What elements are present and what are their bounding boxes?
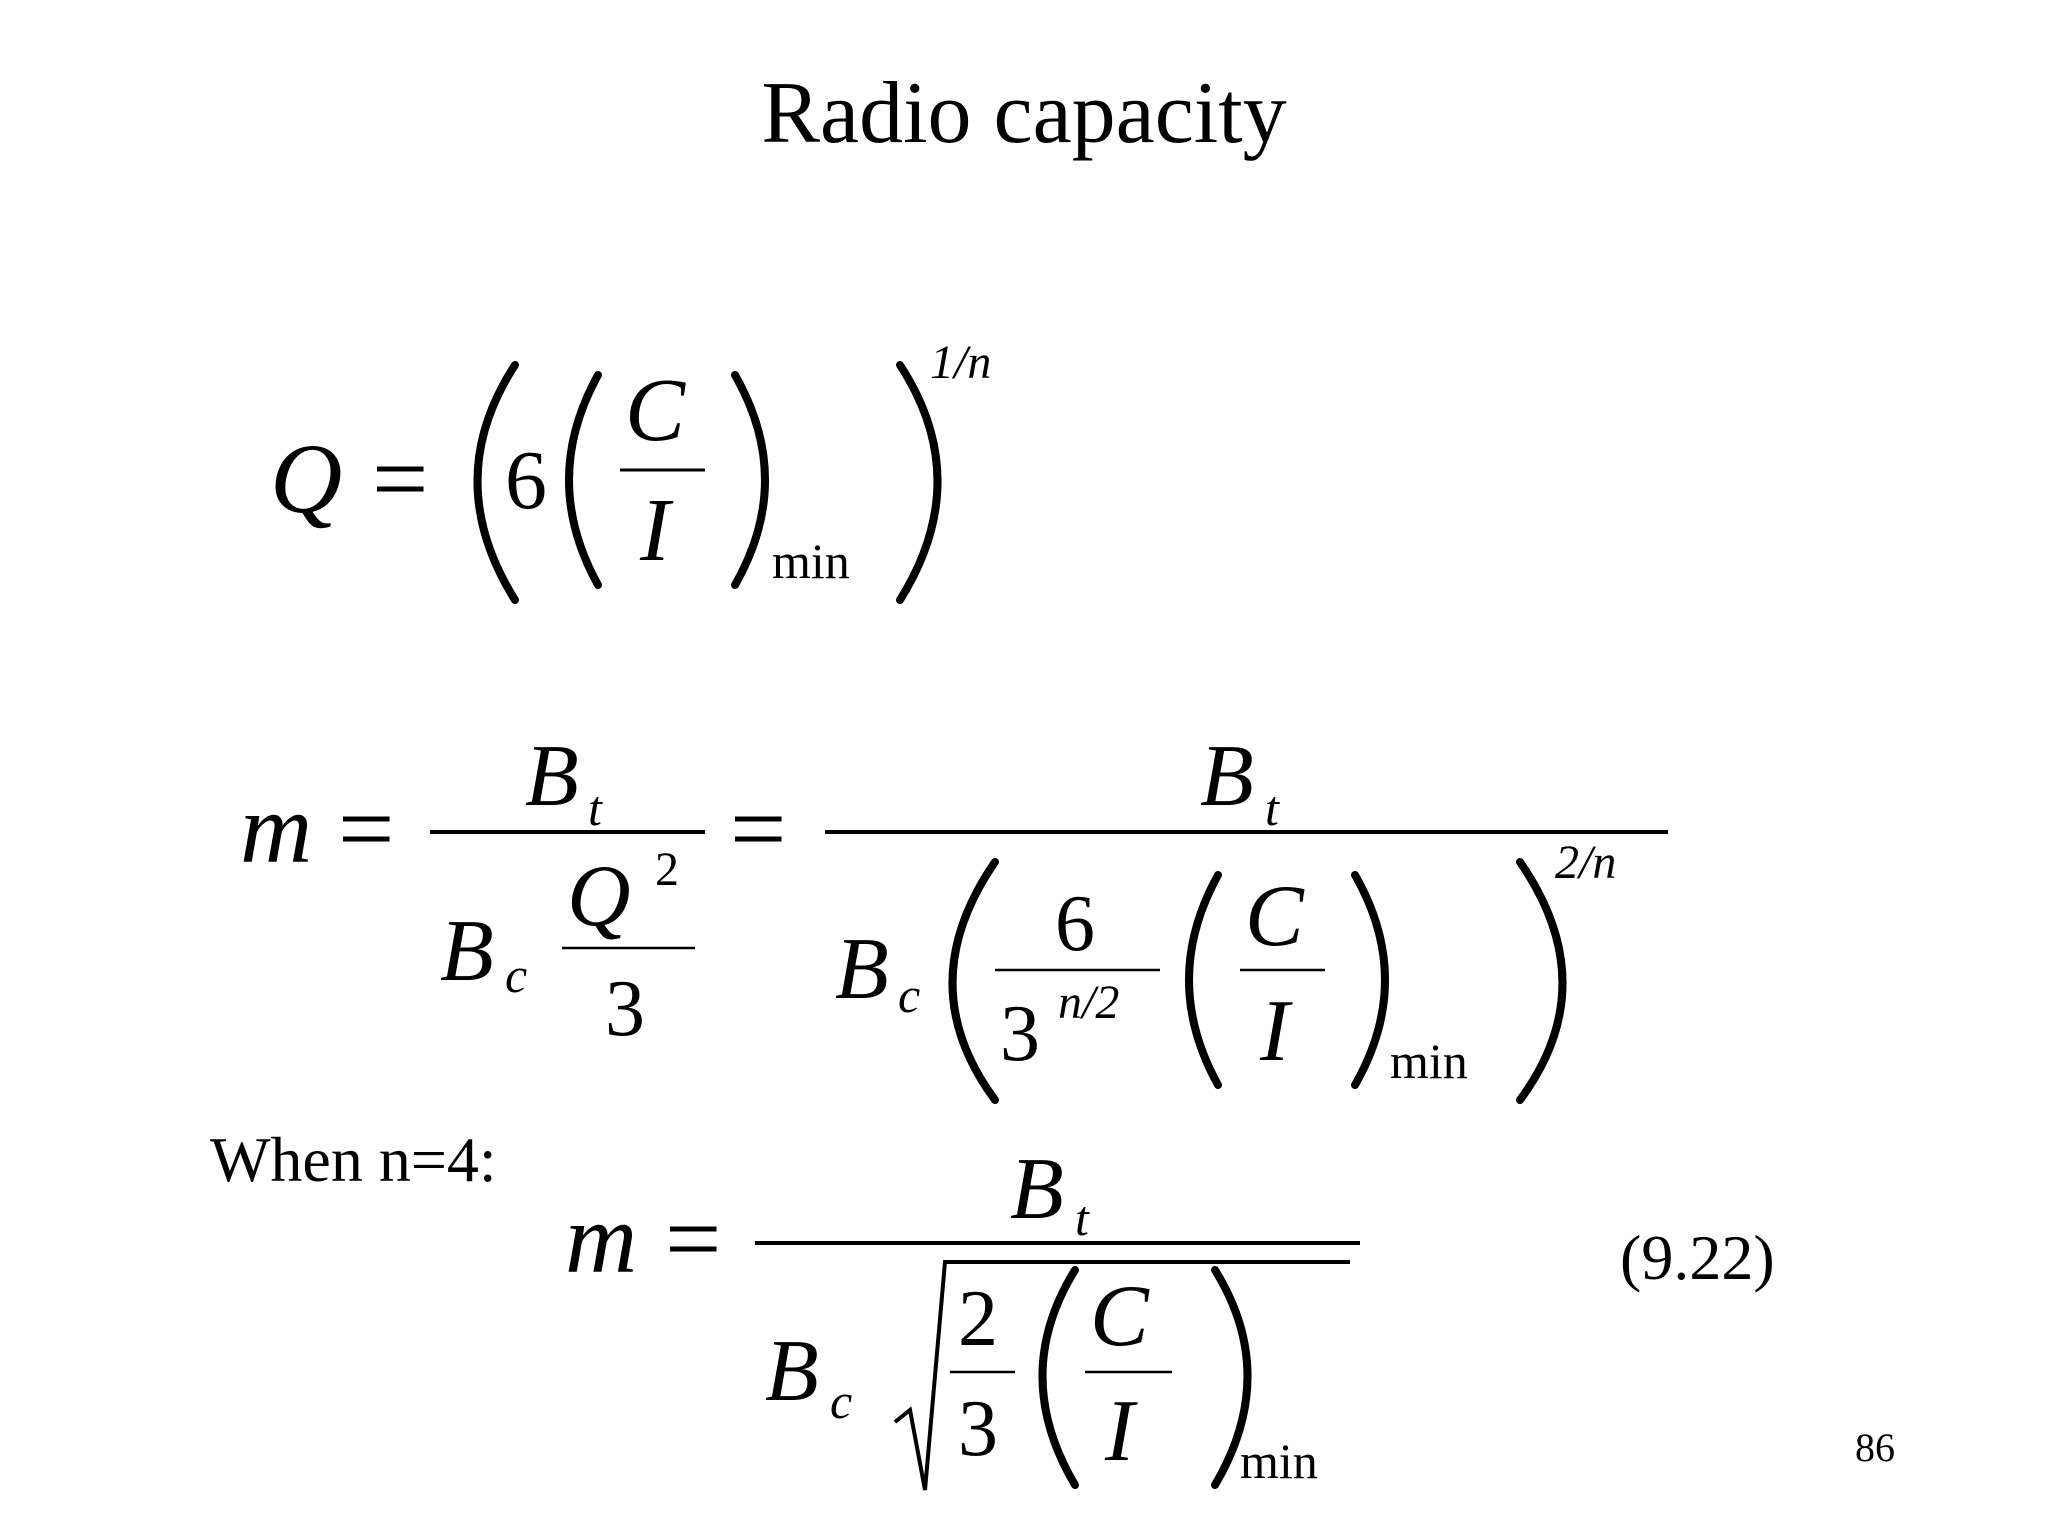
when-label: When n=4: <box>210 1124 497 1195</box>
eq2-equals-1: = <box>338 773 394 884</box>
eq3-I: I <box>1104 1383 1138 1480</box>
eq2-Q-exp: 2 <box>655 843 679 896</box>
eq3-two: 2 <box>958 1275 998 1363</box>
eq2-Bc2-c: c <box>898 967 920 1023</box>
eq3-lhs: m <box>565 1183 637 1294</box>
eq1-inner-left-paren <box>565 371 602 589</box>
eq1-lhs: Q <box>270 423 342 534</box>
eq3-Bt-t: t <box>1075 1190 1090 1246</box>
eq2-outer-left-paren <box>948 858 999 1104</box>
eq1-C: C <box>625 361 686 460</box>
eq1-outer-left-paren <box>473 361 519 604</box>
eq1-outer-right-paren <box>896 361 942 604</box>
slide-title: Radio capacity <box>761 65 1287 162</box>
eq2-three: 3 <box>605 965 645 1053</box>
eq2-lhs: m <box>240 773 312 884</box>
eq2-Q: Q <box>567 848 631 945</box>
eq1-parentheses <box>473 361 942 604</box>
eq1-min: min <box>772 533 850 589</box>
eq2-three-exp: n/2 <box>1058 976 1119 1029</box>
eq2-Bt-B: B <box>525 728 579 825</box>
eq1-equals: = <box>372 423 428 534</box>
eq2-inner-left-paren <box>1185 871 1222 1089</box>
eq3-Bt-B: B <box>1010 1141 1064 1238</box>
eq2-Bt2-t: t <box>1265 780 1280 836</box>
eq2-six: 6 <box>1055 880 1095 968</box>
eq2-Bc-c: c <box>505 947 527 1003</box>
eq3-sqrt <box>893 1260 1350 1491</box>
eq1-exponent: 1/n <box>930 336 991 389</box>
eq2-parentheses <box>948 858 1567 1104</box>
eq3-left-paren <box>1038 1266 1079 1489</box>
eq2-exponent: 2/n <box>1555 836 1616 889</box>
eq3-three: 3 <box>958 1385 998 1473</box>
eq3-equals: = <box>665 1183 721 1294</box>
page-number: 86 <box>1855 1425 1895 1470</box>
eq1-six: 6 <box>505 434 547 527</box>
eq2-Bt2-B: B <box>1200 728 1254 825</box>
eq3-parentheses <box>1038 1266 1252 1489</box>
eq2-min: min <box>1390 1033 1468 1089</box>
eq3-Bc-B: B <box>765 1323 819 1420</box>
eq3-min: min <box>1240 1433 1318 1489</box>
eq2-equals-2: = <box>730 773 786 884</box>
eq3-Bc-c: c <box>830 1373 852 1429</box>
eq3-C: C <box>1090 1268 1150 1365</box>
eq2-Bc2-B: B <box>835 921 889 1018</box>
eq2-outer-right-paren <box>1516 858 1567 1104</box>
eq2-Bc-B: B <box>440 903 494 1000</box>
eq3-right-paren <box>1211 1266 1252 1489</box>
eq2-inner-right-paren <box>1351 871 1389 1089</box>
eq2-I: I <box>1259 983 1293 1080</box>
eq2-C: C <box>1245 868 1305 965</box>
eq2-Bt-t: t <box>588 780 603 836</box>
equation-number: (9.22) <box>1620 1222 1775 1293</box>
eq2-three-base: 3 <box>1000 990 1040 1078</box>
eq1-I: I <box>639 481 674 580</box>
eq1-inner-right-paren <box>731 371 769 589</box>
